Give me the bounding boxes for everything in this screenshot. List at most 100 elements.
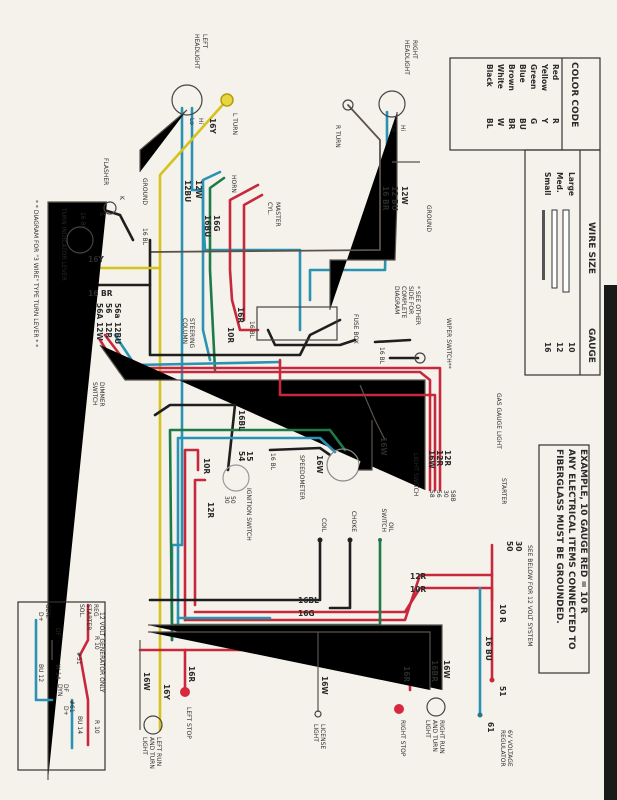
wire-label: 56 — [104, 303, 113, 313]
note-ground: ANY ELECTRICAL ITEMS CONNECTED TO — [566, 449, 576, 650]
wire-size-label: Large — [567, 172, 576, 196]
label: HEADLIGHT — [403, 40, 410, 75]
label: IGNITION SWITCH — [245, 488, 252, 541]
wire-labels: 16Y Hi Lo Hi Lo 12W 12BU 16G 16BU 12W 12… — [79, 118, 523, 732]
inset-title: 12 VOLT GENERATOR ONLY — [98, 612, 105, 693]
label: DIMMER — [98, 382, 105, 407]
label: TURN INDICATOR LEVER — [60, 207, 67, 281]
wire-size-title: WIRE SIZE — [586, 222, 596, 274]
wire-label: Hi — [399, 125, 406, 132]
license-bulb — [314, 710, 322, 718]
wire-label: 16W — [427, 450, 436, 469]
wire-size-label: Med. — [555, 172, 564, 193]
legend-abbr: R — [551, 118, 560, 124]
label: MASTER — [274, 202, 281, 227]
wire-label: 51 — [498, 686, 507, 696]
inset-label: R 10 — [93, 720, 100, 734]
inset-label: DF — [54, 628, 61, 637]
wire-label: 16Y — [88, 255, 104, 264]
right-headlight-symbol — [378, 90, 406, 118]
label: RIGHT STOP — [399, 720, 406, 757]
label: FLASHER — [102, 158, 109, 185]
label: STARTER — [500, 478, 507, 504]
note-see-below: SEE BELOW FOR 12 VOLT SYSTEM — [526, 545, 533, 646]
components — [66, 84, 495, 735]
legend-name: Blue — [518, 64, 527, 83]
label: R TURN — [334, 125, 341, 148]
label: STEERING — [188, 318, 195, 348]
wire-med-swatch — [551, 209, 558, 289]
wire-label: 30 — [223, 496, 230, 504]
wire-label: Lo — [188, 118, 195, 125]
wire-small-swatch — [542, 210, 545, 280]
wire-label: 16 BL — [269, 453, 276, 471]
inset-label: BU 12 — [37, 664, 44, 682]
label: HEADLIGHT — [193, 34, 200, 69]
wire-label: S — [98, 212, 105, 216]
inset-label: W 14 — [54, 664, 61, 680]
wire-label: 50 — [229, 496, 236, 504]
wire-label: 16R — [236, 307, 245, 323]
label: LICENSE — [319, 724, 326, 749]
left-stop-bulb — [180, 687, 190, 697]
label: * SEE OTHER — [414, 286, 421, 325]
color-code-title: COLOR CODE — [569, 62, 579, 127]
color-code-legend: COLOR CODE Red Yellow Green Blue Brown W… — [449, 57, 601, 151]
label: COLUMN — [181, 318, 188, 344]
wire-label: 58B — [449, 490, 456, 502]
wire-label: Lo — [390, 125, 397, 132]
label: L TURN — [231, 113, 238, 135]
label: AND TURN — [431, 720, 438, 752]
fuse-box-symbol — [256, 306, 338, 341]
label: SWITCH — [380, 508, 387, 532]
label: WIPER SWITCH** — [445, 318, 452, 369]
label: LIGHT — [312, 724, 319, 742]
label: 6V VOLTAGE — [506, 730, 513, 767]
inset-label: #61 — [68, 700, 75, 713]
legend-name: Red — [551, 64, 560, 80]
legend-name: Black — [485, 64, 494, 88]
wire-label: 16BR — [430, 660, 439, 682]
label: HORN — [230, 175, 237, 193]
note-example: EXAMPLE, 10 GAUGE RED = 10 R — [578, 449, 588, 614]
wire-label: 56a — [113, 303, 122, 319]
wire-label: 16 BL — [248, 321, 255, 339]
legend-name: Yellow — [540, 63, 549, 91]
wire-label: 16 BL — [141, 228, 148, 246]
wire-label: 10 R — [498, 604, 507, 623]
inset-label: REG — [92, 604, 99, 617]
wire-label: 16 BL — [79, 212, 86, 230]
label: OIL — [387, 522, 394, 532]
wire-label: 16 BR — [381, 186, 390, 211]
wire-label: 12W — [400, 186, 409, 205]
label: GAS GAUGE LIGHT — [495, 393, 502, 449]
flasher-symbol — [103, 201, 117, 215]
label: LIGHT — [424, 720, 431, 738]
wire-label: 56 — [435, 490, 442, 498]
wire-label: 30 — [442, 490, 449, 498]
wire-label: 10R — [410, 585, 426, 594]
left-headlight-symbol — [171, 84, 203, 116]
label: LEFT RUN — [155, 737, 162, 766]
inset-label: GEN. — [44, 604, 51, 619]
gauge-value: 16 — [543, 342, 552, 352]
legend-abbr: BU — [518, 118, 527, 130]
ignition-switch-symbol — [222, 464, 250, 492]
wire-label: 16G — [212, 215, 221, 232]
label: LEFT STOP — [185, 707, 192, 739]
inset-label: #51 — [75, 652, 82, 665]
legend-name: Green — [529, 64, 538, 89]
wiper-switch-symbol — [414, 352, 426, 364]
wire-large-swatch — [562, 209, 570, 293]
label: RIGHT — [411, 40, 418, 59]
wire-label: 16W — [379, 437, 388, 456]
inset-12-volt: 12 VOLT GENERATOR ONLY REG STARTER SOL. … — [17, 601, 106, 771]
label: LEFT — [201, 34, 208, 48]
inset-label: DYN — [56, 684, 63, 696]
inset-label: BU 14 — [76, 716, 83, 734]
wire-size-legend: WIRE SIZE GAUGE Large Med. Small 10 12 1… — [524, 149, 601, 376]
wire-label: 58 — [428, 490, 435, 498]
left-turn-bulb — [220, 93, 234, 107]
wire-label: Hi — [197, 118, 204, 125]
